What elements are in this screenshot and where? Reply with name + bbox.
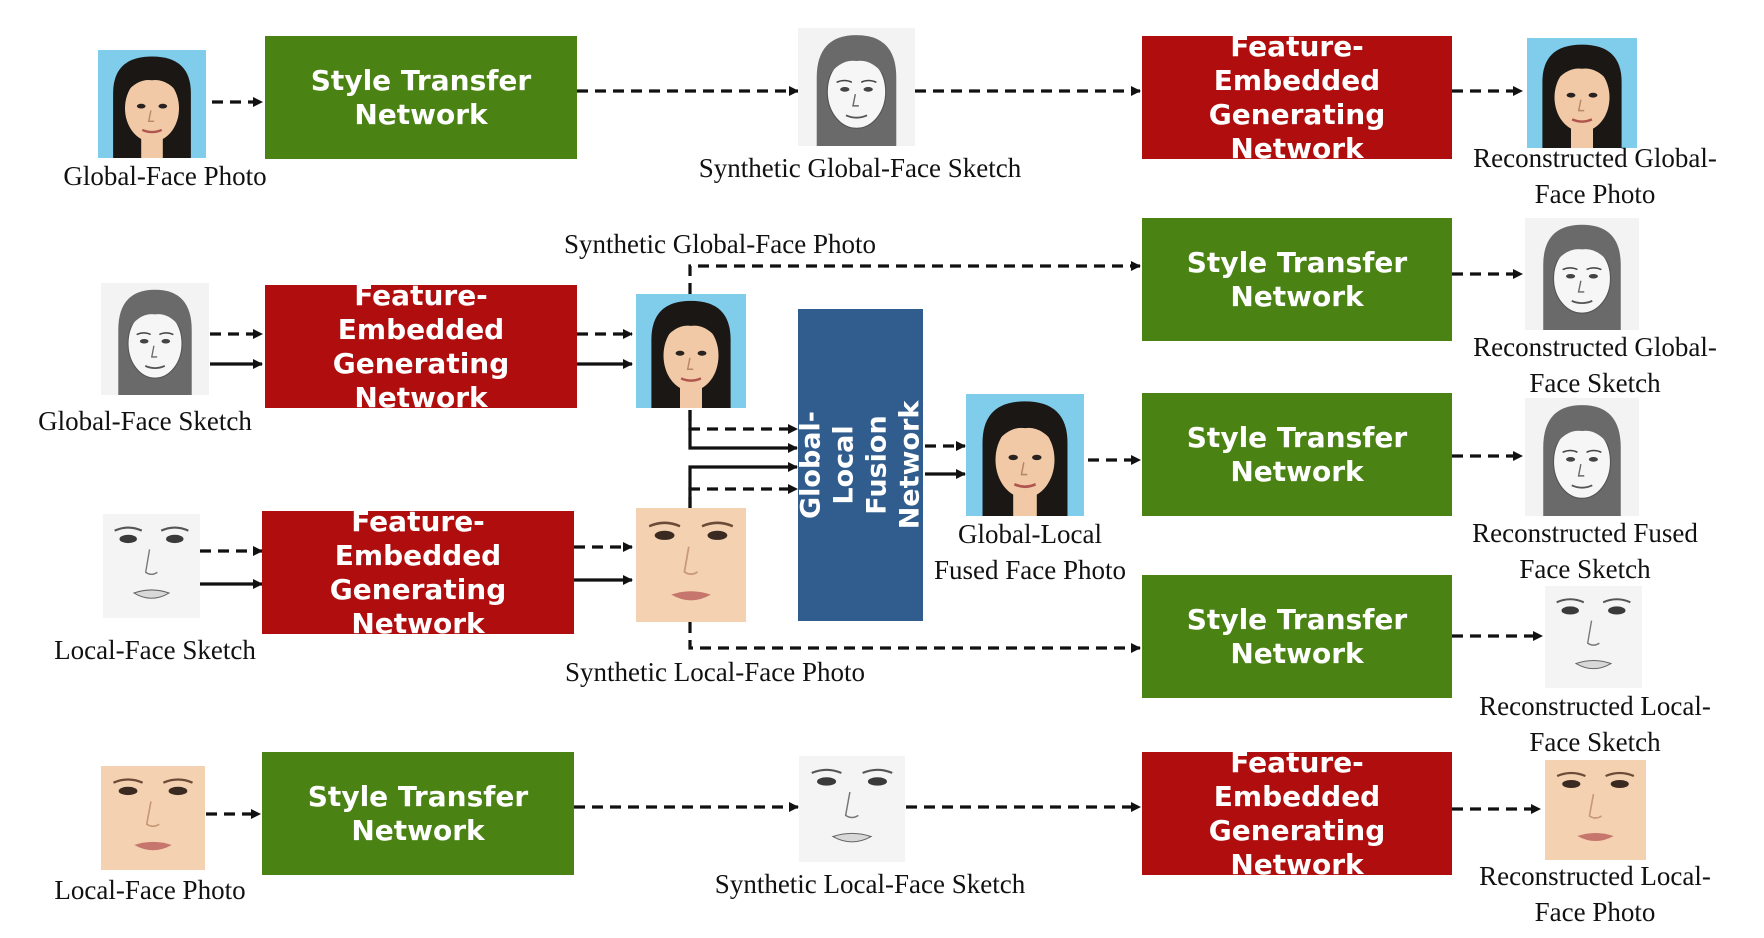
global-local-fused-face-photo-label: Global-Local Fused Face Photo <box>934 519 1126 585</box>
synthetic-local-face-photo-label: Synthetic Local-Face Photo <box>565 657 865 687</box>
reconstructed-local-face-photo-image <box>1545 760 1646 860</box>
synthetic-local-face-sketch-label: Synthetic Local-Face Sketch <box>714 869 1026 899</box>
style-transfer-network-box: Style Transfer Network <box>265 36 577 159</box>
global-local-fusion-label: Global-Local Fusion Network <box>795 400 926 530</box>
synthetic-global-face-photo-label: Synthetic Global-Face Photo <box>564 229 876 259</box>
style-transfer-network-box: Style Transfer Network <box>1142 218 1452 341</box>
global-local-fusion-network-box: Global-Local Fusion Network <box>796 309 926 621</box>
synthetic-local-face-sketch-image <box>799 756 905 862</box>
feature-embedded-network-box: Feature-Embedded Generating Network <box>265 279 577 414</box>
style-transfer-network-box: Style Transfer Network <box>1142 575 1452 698</box>
feature-embedded-network-box: Feature-Embedded Generating Network <box>1142 746 1452 881</box>
synthetic-global-face-sketch-label: Synthetic Global-Face Sketch <box>698 153 1022 183</box>
synthetic-local-face-photo-image <box>636 508 746 622</box>
style-transfer-network-box: Style Transfer Network <box>262 752 574 875</box>
local-face-photo-image <box>101 766 205 870</box>
arrow-synth-global-photo-to-fusion-dashed <box>688 410 798 434</box>
style-transfer-network-box: Style Transfer Network <box>1142 393 1452 516</box>
global-face-sketch-image <box>101 283 209 395</box>
global-face-sketch-label: Global-Face Sketch <box>38 406 252 436</box>
reconstructed-global-face-photo-label: Reconstructed Global- Face Photo <box>1473 143 1717 209</box>
local-face-photo-label: Local-Face Photo <box>54 875 246 905</box>
arrow-synth-local-photo-to-fusion-dashed <box>688 484 798 508</box>
reconstructed-global-face-sketch-label: Reconstructed Global- Face Sketch <box>1473 332 1717 398</box>
synthetic-global-face-photo-image <box>636 294 746 408</box>
arrow-synth-local-photo-to-fusion-solid <box>688 462 798 508</box>
global-face-photo-image <box>98 50 206 158</box>
reconstructed-fused-face-sketch-image <box>1525 398 1639 516</box>
local-face-sketch-image <box>103 514 200 618</box>
synthetic-global-face-sketch-image <box>798 28 915 146</box>
feature-embedded-network-box: Feature-Embedded Generating Network <box>262 505 574 640</box>
arrow-synth-global-photo-to-style-top <box>688 261 1141 294</box>
reconstructed-local-face-sketch-label: Reconstructed Local- Face Sketch <box>1479 691 1711 757</box>
global-local-fused-face-photo-image <box>966 394 1084 516</box>
reconstructed-local-face-photo-label: Reconstructed Local- Face Photo <box>1479 861 1711 927</box>
reconstructed-local-face-sketch-image <box>1545 586 1642 688</box>
arrow-synth-global-photo-to-fusion-solid <box>688 410 798 453</box>
feature-embedded-network-box: Feature-Embedded Generating Network <box>1142 30 1452 165</box>
reconstructed-global-face-sketch-image <box>1525 218 1639 330</box>
local-face-sketch-label: Local-Face Sketch <box>54 635 256 665</box>
reconstructed-global-face-photo-image <box>1527 38 1637 148</box>
global-face-photo-label: Global-Face Photo <box>63 161 267 191</box>
arrow-synth-local-photo-to-style-bottom <box>688 622 1141 653</box>
reconstructed-fused-face-sketch-label: Reconstructed Fused Face Sketch <box>1472 518 1698 584</box>
